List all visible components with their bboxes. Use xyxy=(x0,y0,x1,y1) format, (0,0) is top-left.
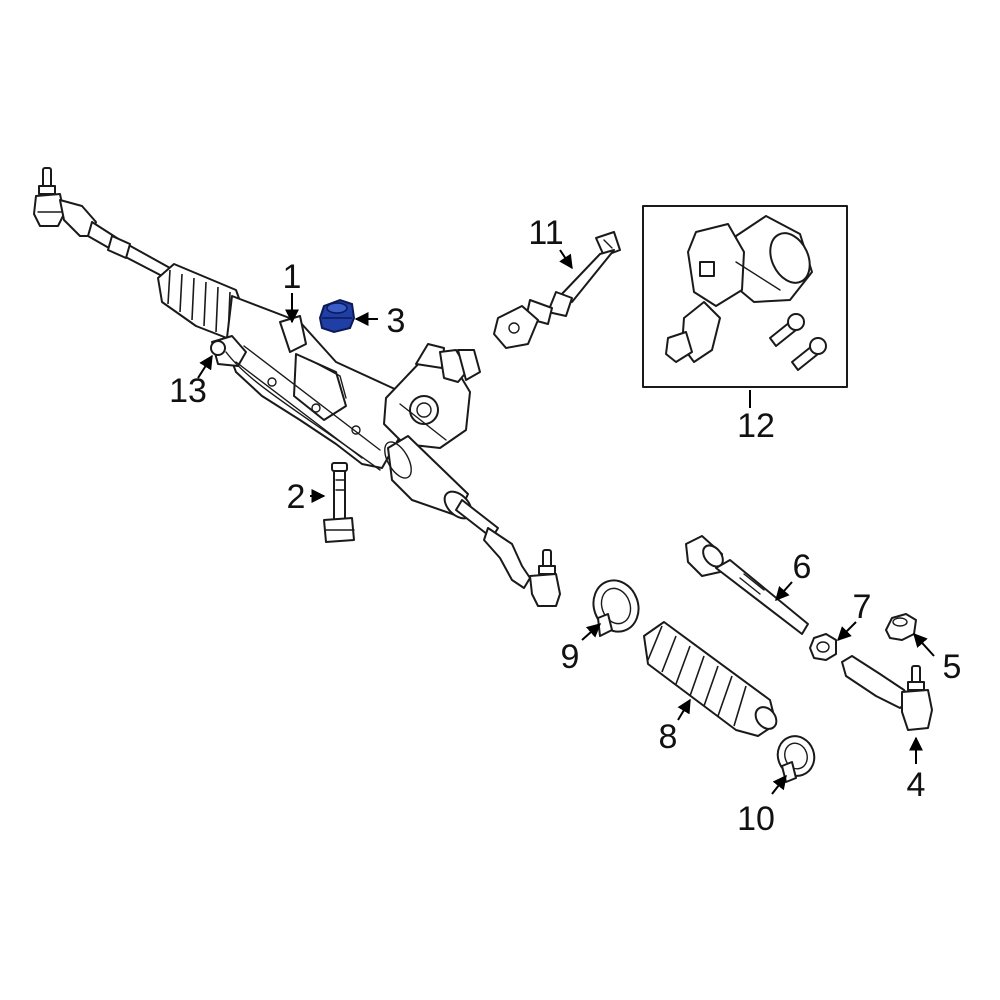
boot-clamp-large[interactable] xyxy=(586,574,645,638)
inner-tie-rod[interactable] xyxy=(685,535,809,635)
motor-bolts xyxy=(769,313,827,371)
callout-7: 7 xyxy=(853,588,872,626)
callout-labels: 1 2 3 4 5 6 7 8 9 10 11 12 13 xyxy=(169,214,961,838)
callout-1: 1 xyxy=(283,258,302,296)
callout-4: 4 xyxy=(907,766,926,804)
callout-3: 3 xyxy=(387,302,406,340)
callout-2: 2 xyxy=(287,478,306,516)
motor-kit-box[interactable] xyxy=(642,205,848,388)
callout-9: 9 xyxy=(561,638,580,676)
callout-13: 13 xyxy=(169,372,207,410)
electric-motor xyxy=(665,215,813,363)
leader-lines xyxy=(197,249,935,795)
steering-rack-assembly[interactable] xyxy=(33,167,561,607)
left-inner-tie-rod xyxy=(107,235,171,279)
pinion-motor-housing xyxy=(383,343,481,449)
right-tie-rod-end xyxy=(529,549,561,607)
boot-clamp-small[interactable] xyxy=(772,731,820,783)
callout-12: 12 xyxy=(737,407,775,445)
mounting-bolt[interactable] xyxy=(323,462,355,543)
bellow-boot[interactable] xyxy=(643,621,781,737)
callout-8: 8 xyxy=(659,718,678,756)
callout-5: 5 xyxy=(943,648,962,686)
callout-11: 11 xyxy=(528,214,563,252)
outer-tie-rod-end[interactable] xyxy=(841,655,933,731)
intermediate-shaft[interactable] xyxy=(493,231,621,349)
callout-10: 10 xyxy=(737,800,775,838)
jam-nut[interactable] xyxy=(809,633,837,661)
nut-highlighted[interactable] xyxy=(318,298,356,334)
callout-6: 6 xyxy=(793,548,812,586)
right-inner-tie-rod xyxy=(455,499,531,589)
castle-nut[interactable] xyxy=(885,613,917,641)
left-tie-rod-end xyxy=(33,167,121,253)
